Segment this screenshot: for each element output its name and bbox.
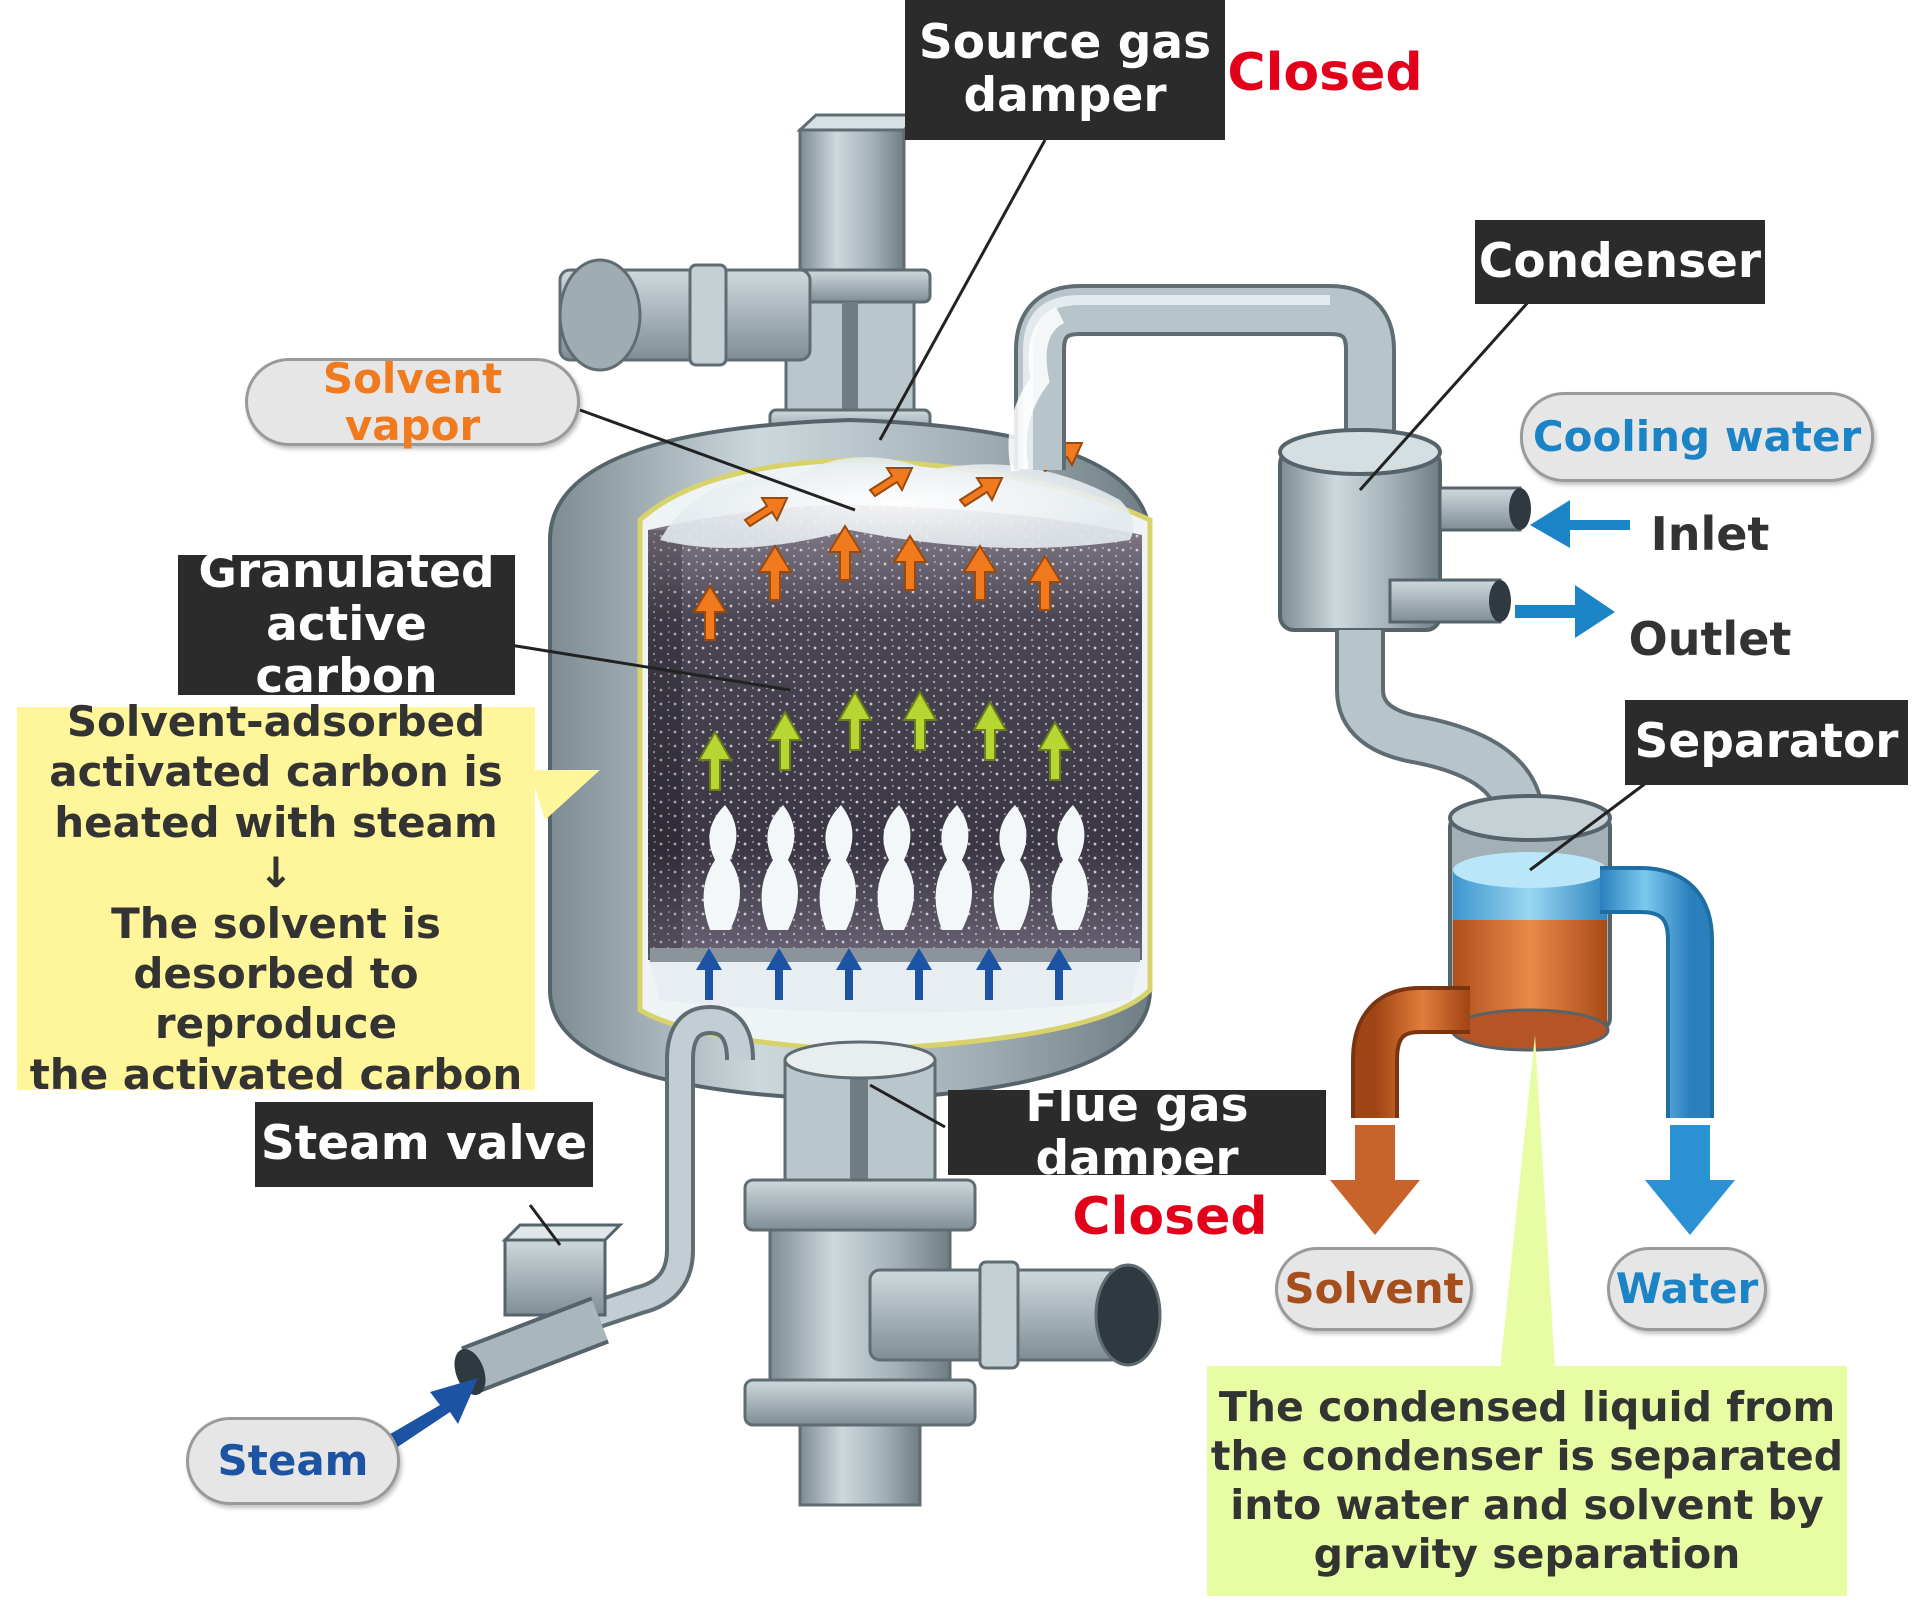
steam-inlet-arrow	[380, 1378, 478, 1452]
regeneration-note: Solvent-adsorbed activated carbon is hea…	[17, 697, 535, 1099]
inlet-label: Inlet	[1650, 507, 1770, 562]
regeneration-note-line-2: activated carbon is	[49, 747, 503, 797]
yellow-note-pointer	[530, 770, 600, 820]
source-gas-damper-label: Source gas damper	[905, 0, 1225, 140]
regeneration-note-line-1: Solvent-adsorbed	[66, 696, 486, 746]
condenser-label: Condenser	[1475, 220, 1765, 304]
separator	[1448, 794, 1612, 1052]
cooling-water-pill: Cooling water	[1520, 392, 1874, 482]
steam-pill: Steam	[186, 1417, 400, 1505]
water-drain-pipe	[1600, 866, 1735, 1235]
cooling-water-arrows	[1515, 500, 1630, 638]
source-damper-status: Closed	[1227, 42, 1423, 103]
regeneration-note-line-3: heated with steam	[54, 797, 498, 847]
separation-note: The condensed liquid from the condenser …	[1207, 1366, 1847, 1596]
condenser	[1278, 428, 1531, 632]
flue-gas-damper-label: Flue gas damper	[948, 1079, 1326, 1184]
regeneration-note-line-6: the activated carbon	[29, 1049, 523, 1099]
regeneration-note-line-4: The solvent is	[111, 898, 441, 948]
solvent-drain-pipe	[1330, 986, 1470, 1235]
steam-plumes	[703, 805, 1088, 930]
desorption-arrows	[697, 689, 1073, 791]
solvent-vapor-pill: Solvent vapor	[245, 355, 580, 449]
separation-note-line-4: gravity separation	[1313, 1530, 1741, 1579]
source-gas-duct	[558, 113, 932, 442]
condensate-pipe	[1335, 630, 1545, 822]
regeneration-note-line-5: desorbed to reproduce	[133, 948, 419, 1049]
separator-label: Separator	[1625, 700, 1908, 785]
flue-damper-status: Closed	[1072, 1186, 1268, 1247]
outlet-label: Outlet	[1628, 612, 1792, 667]
water-pill: Water	[1607, 1247, 1767, 1331]
separation-note-line-2: the condenser is separated	[1210, 1431, 1844, 1480]
granulated-carbon-label: Granulated active carbon	[178, 545, 515, 703]
flue-gas-duct	[743, 1040, 1162, 1507]
vapor-pipe	[1008, 284, 1396, 472]
steam-line	[380, 1005, 755, 1452]
green-note-pointer	[1500, 1035, 1555, 1370]
outlet-arrow	[1515, 585, 1615, 638]
leader-lines	[509, 139, 1651, 1246]
solvent-pill: Solvent	[1275, 1247, 1473, 1331]
regeneration-note-arrow: ↓	[258, 848, 294, 898]
inlet-arrow	[1530, 500, 1630, 548]
separation-note-line-1: The condensed liquid from	[1218, 1382, 1836, 1431]
steam-inflow-arrows	[696, 948, 1072, 1000]
steam-valve-label: Steam valve	[255, 1102, 593, 1187]
separation-note-line-3: into water and solvent by	[1230, 1481, 1824, 1529]
